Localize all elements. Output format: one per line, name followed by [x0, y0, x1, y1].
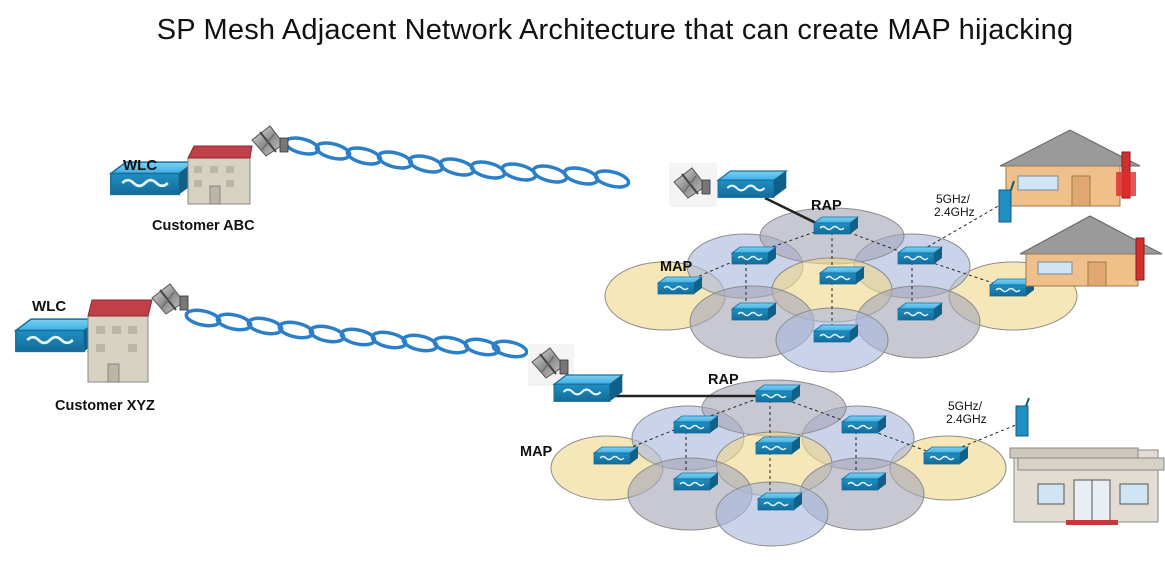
uplink-top [764, 196, 819, 226]
mesh-ap-icon [819, 266, 865, 285]
dish-antenna-icon [151, 283, 189, 315]
customer-label-top: Customer ABC [152, 218, 255, 234]
access-point-icon [1015, 397, 1030, 437]
store-icon [1009, 447, 1165, 525]
map-label-bottom: MAP [520, 444, 553, 460]
freq-top-line2: 2.4GHz [934, 205, 975, 219]
mesh-ap-icon [673, 415, 719, 434]
mesh-ap-icon [673, 472, 719, 491]
map-label-top: MAP [660, 259, 693, 275]
rap-switch-icon [553, 373, 624, 403]
mesh-ap-icon [897, 246, 943, 265]
dish-antenna-icon [251, 125, 289, 157]
wlc-label-bottom: WLC [32, 298, 66, 315]
mesh-ap-icon [731, 246, 777, 265]
wireless-link-icon [283, 136, 631, 189]
wlc-label-top: WLC [123, 157, 157, 174]
mesh-ap-icon [897, 302, 943, 321]
mesh-ap-icon [841, 472, 887, 491]
access-point-icon [998, 180, 1015, 223]
freq-bottom-line1: 5GHz/ [948, 399, 983, 413]
wlc-controller-icon [14, 317, 101, 353]
mesh-ap-icon [841, 415, 887, 434]
freq-bottom-line2: 2.4GHz [946, 412, 987, 426]
mesh-coverage-top [604, 207, 1078, 373]
mesh-ap-icon [593, 446, 639, 465]
mesh-ap-icon [657, 276, 703, 295]
mesh-ap-icon [813, 324, 859, 343]
mesh-ap-icon [755, 436, 801, 455]
dish-antenna-icon [669, 163, 717, 207]
mesh-ap-icon [923, 446, 969, 465]
house-icon [999, 129, 1141, 207]
freq-top-line1: 5GHz/ [936, 192, 971, 206]
page-title: SP Mesh Adjacent Network Architecture th… [156, 14, 1074, 46]
rap-switch-icon [717, 169, 788, 199]
rap-label-bottom: RAP [708, 372, 739, 388]
house-icon [1019, 215, 1163, 287]
customer-building-icon [187, 145, 253, 205]
customer-building-icon [87, 299, 153, 383]
mesh-ap-icon [757, 492, 803, 511]
customer-label-bottom: Customer XYZ [55, 398, 155, 414]
rap-label-top: RAP [811, 198, 842, 214]
mesh-ap-icon [813, 216, 859, 235]
mesh-ap-icon [755, 384, 801, 403]
wireless-link-icon [184, 308, 529, 359]
mesh-ap-icon [731, 302, 777, 321]
